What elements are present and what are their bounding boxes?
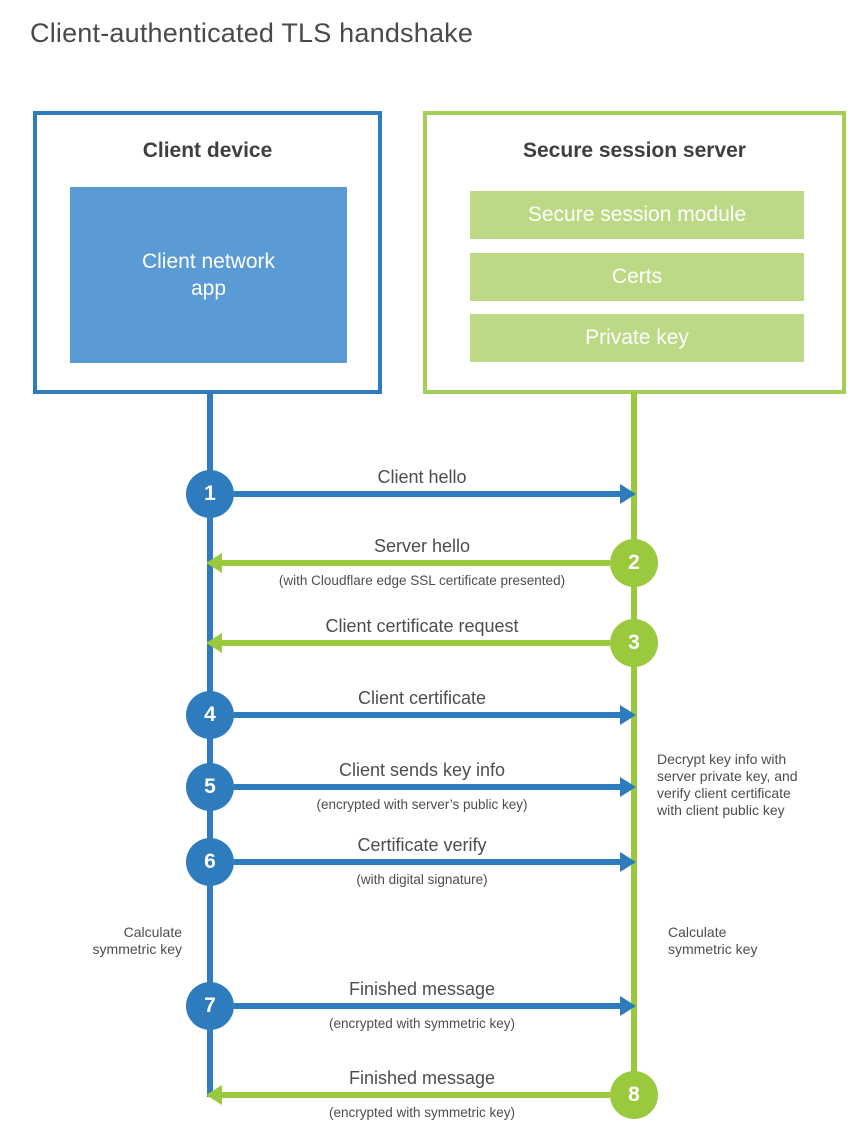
arrow-head-icon [206, 553, 222, 573]
sublabel-finished-message-client: (encrypted with symmetric key) [328, 1016, 516, 1031]
arrow-shaft [218, 640, 610, 646]
arrow-head-icon [620, 484, 636, 504]
arrow-shaft [218, 1092, 610, 1098]
step-circle-8: 8 [610, 1071, 658, 1119]
secure-session-server-title: Secure session server [523, 139, 746, 162]
label-client-certificate: Client certificate [357, 688, 487, 708]
decrypt-key-note: Decrypt key info with server private key… [657, 751, 798, 818]
secure-session-server-box: Secure session server Secure session mod… [423, 111, 846, 394]
step-circle-2: 2 [610, 539, 658, 587]
label-server-hello: Server hello [373, 536, 471, 556]
client-device-box: Client device Client network app [33, 111, 382, 394]
server-lifeline [631, 392, 637, 1097]
client-network-app-box: Client network app [70, 187, 347, 363]
label-client-hello: Client hello [377, 467, 467, 487]
arrow-shaft [234, 491, 624, 497]
arrow-client-sends-key-info [234, 777, 636, 797]
step-circle-6: 6 [186, 838, 234, 886]
step-circle-5: 5 [186, 763, 234, 811]
server-module-secure-session: Secure session module [470, 191, 804, 239]
client-device-title: Client device [142, 139, 273, 162]
arrow-shaft [234, 784, 624, 790]
sublabel-certificate-verify: (with digital signature) [356, 872, 488, 887]
label-finished-message-server: Finished message [348, 1068, 496, 1088]
step-circle-4: 4 [186, 691, 234, 739]
calculate-symmetric-key-server-note: Calculate symmetric key [668, 924, 758, 957]
sublabel-client-sends-key-info: (encrypted with server’s public key) [316, 797, 528, 812]
arrow-client-certificate [234, 705, 636, 725]
arrow-shaft [234, 712, 624, 718]
server-module-private-key: Private key [470, 314, 804, 362]
arrow-head-icon [620, 705, 636, 725]
arrow-head-icon [620, 996, 636, 1016]
server-module-certs: Certs [470, 253, 804, 301]
label-client-sends-key-info: Client sends key info [338, 760, 506, 780]
calculate-symmetric-key-client-note: Calculate symmetric key [92, 924, 182, 957]
label-certificate-verify: Certificate verify [357, 835, 487, 855]
label-client-certificate-request: Client certificate request [325, 616, 519, 636]
arrow-shaft [218, 560, 610, 566]
arrow-server-hello [206, 553, 610, 573]
arrow-certificate-verify [234, 852, 636, 872]
arrow-head-icon [620, 777, 636, 797]
arrow-head-icon [206, 1085, 222, 1105]
arrow-shaft [234, 1003, 624, 1009]
step-circle-1: 1 [186, 470, 234, 518]
sublabel-finished-message-server: (encrypted with symmetric key) [328, 1105, 516, 1120]
arrow-head-icon [206, 633, 222, 653]
arrow-finished-message-server [206, 1085, 610, 1105]
arrow-finished-message-client [234, 996, 636, 1016]
arrow-head-icon [620, 852, 636, 872]
step-circle-7: 7 [186, 982, 234, 1030]
arrow-client-hello [234, 484, 636, 504]
label-finished-message-client: Finished message [348, 979, 496, 999]
page-title: Client-authenticated TLS handshake [30, 18, 474, 48]
arrow-client-certificate-request [206, 633, 610, 653]
client-lifeline [207, 392, 213, 1097]
sublabel-server-hello: (with Cloudflare edge SSL certificate pr… [278, 573, 566, 588]
step-circle-3: 3 [610, 619, 658, 667]
arrow-shaft [234, 859, 624, 865]
